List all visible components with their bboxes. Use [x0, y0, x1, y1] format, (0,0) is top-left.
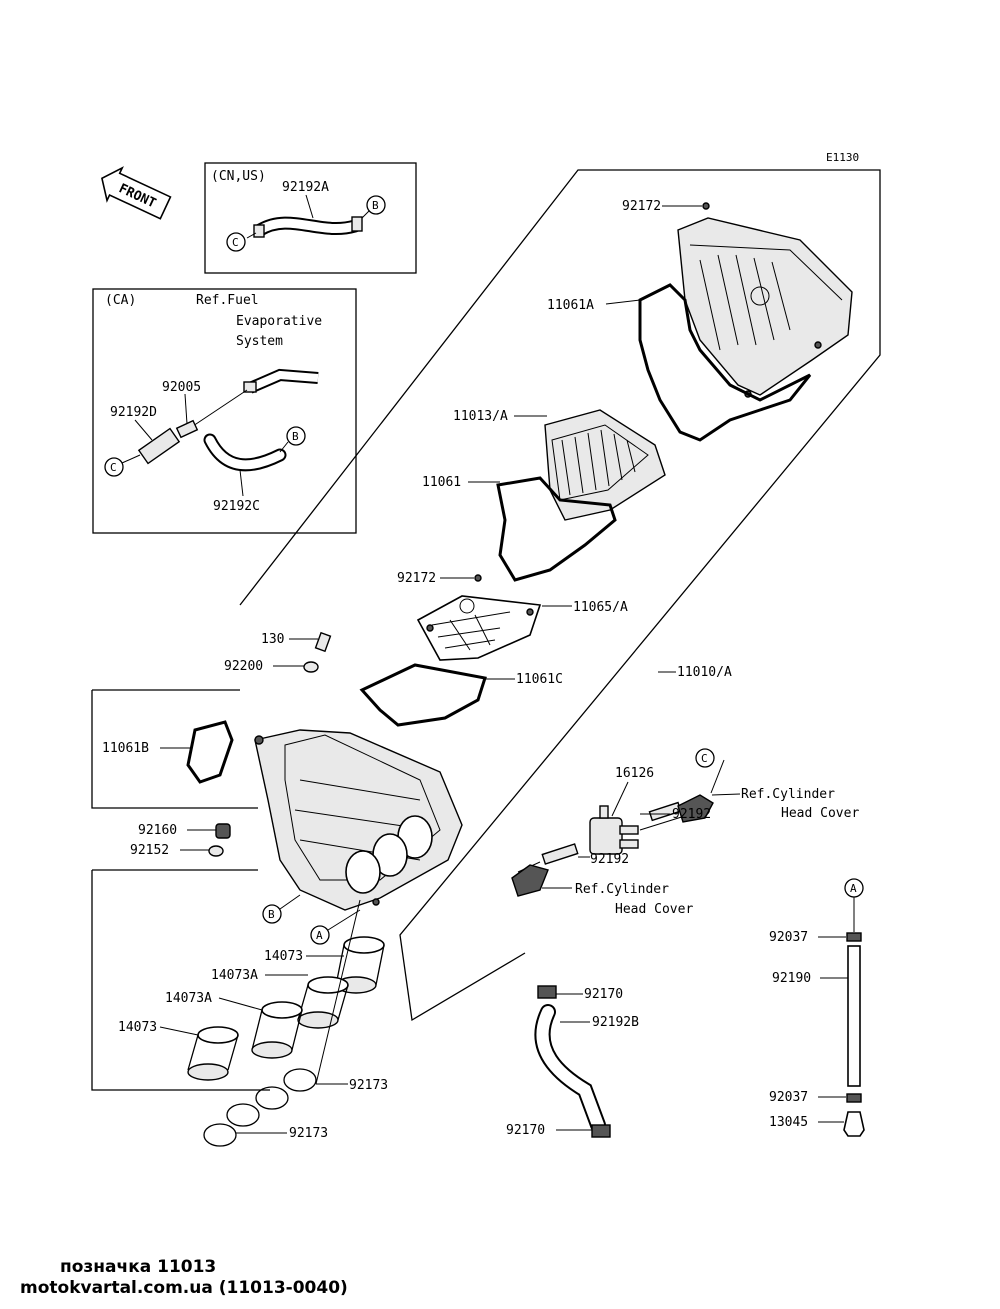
air-cleaner-lower-housing: [254, 729, 463, 911]
label-92192-a: 92192: [672, 807, 711, 822]
label-92170-2: 92170: [506, 1123, 545, 1138]
label-92170-1: 92170: [584, 987, 623, 1002]
valve-16126: [589, 805, 639, 855]
gasket-11061a: [638, 283, 812, 442]
assembly-outline: [239, 169, 881, 1022]
label-13045: 13045: [769, 1115, 808, 1130]
label-92005: 92005: [162, 380, 201, 395]
label-130: 130: [261, 632, 284, 647]
air-cleaner-upper-housing: [677, 217, 853, 398]
ca-box: (CA) Ref.Fuel Evaporative System 92005 9…: [92, 288, 357, 534]
label-92200: 92200: [224, 659, 263, 674]
cyl-ref-upper-2: Head Cover: [781, 806, 859, 821]
cyl-ref-upper-1: Ref.Cylinder: [741, 787, 835, 802]
ca-ref-line-2: Evaporative: [236, 314, 322, 329]
gasket-11061c: [359, 663, 487, 727]
callout-c: C: [232, 236, 239, 249]
label-92172-mid: 92172: [397, 571, 436, 586]
cyl-callout-c: C: [701, 752, 708, 765]
label-14073-2: 14073: [118, 1020, 157, 1035]
front-arrow-icon: FRONT: [101, 166, 172, 220]
label-92192a: 92192A: [282, 180, 329, 195]
diagram-code: E1130: [826, 151, 859, 164]
main-callout-a: A: [316, 929, 323, 942]
label-11061a: 11061A: [547, 298, 594, 313]
label-14073a-1: 14073A: [211, 968, 258, 983]
intake-ducts: [187, 936, 385, 1081]
label-92192-b: 92192: [590, 852, 629, 867]
cn-us-box: (CN,US) 92192A C B: [204, 162, 417, 274]
ca-callout-c: C: [110, 461, 117, 474]
label-92190: 92190: [772, 971, 811, 986]
plate-11065a: [416, 595, 542, 661]
cn-us-box-title: (CN,US): [211, 169, 266, 184]
gasket-11061b: [186, 720, 234, 784]
label-11010a: 11010/A: [677, 665, 732, 680]
callout-b: B: [372, 199, 379, 212]
label-92152: 92152: [130, 843, 169, 858]
cyl-ref-lower-1: Ref.Cylinder: [575, 882, 669, 897]
footer-source: motokvartal.com.ua (11013-0040): [20, 1278, 348, 1298]
label-92172-top: 92172: [622, 199, 661, 214]
ca-callout-b: B: [292, 430, 299, 443]
label-92173-1: 92173: [349, 1078, 388, 1093]
label-92173-2: 92173: [289, 1126, 328, 1141]
label-14073a-2: 14073A: [165, 991, 212, 1006]
label-92192d: 92192D: [110, 405, 157, 420]
label-14073-1: 14073: [264, 949, 303, 964]
drain-callout-a: A: [850, 882, 857, 895]
ca-box-title: (CA): [105, 293, 136, 308]
label-11013a: 11013/A: [453, 409, 508, 424]
label-92192b: 92192B: [592, 1015, 639, 1030]
label-11061b: 11061B: [102, 741, 149, 756]
label-92037-2: 92037: [769, 1090, 808, 1105]
ca-ref-line-3: System: [236, 334, 283, 349]
gasket-11061: [496, 476, 617, 582]
ca-ref-line-1: Ref.Fuel: [196, 293, 259, 308]
label-92192c: 92192C: [213, 499, 260, 514]
label-92160: 92160: [138, 823, 177, 838]
label-11061: 11061: [422, 475, 461, 490]
main-callout-b: B: [268, 908, 275, 921]
footer-caption: позначка 11013: [60, 1257, 217, 1277]
label-92037-1: 92037: [769, 930, 808, 945]
hose-clamps: [203, 1068, 317, 1147]
label-11061c: 11061C: [516, 672, 563, 687]
air-filter-element: [544, 409, 666, 521]
cyl-ref-lower-2: Head Cover: [615, 902, 693, 917]
label-16126: 16126: [615, 766, 654, 781]
label-11065a: 11065/A: [573, 600, 628, 615]
